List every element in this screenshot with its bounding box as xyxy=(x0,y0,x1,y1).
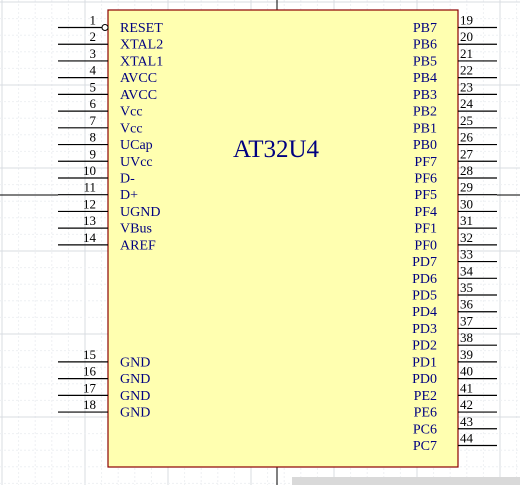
inversion-bubble xyxy=(101,24,109,31)
pin-label: PB5 xyxy=(413,54,437,69)
pin-number: 19 xyxy=(460,13,473,28)
pin-label: D+ xyxy=(120,188,138,203)
pin-number: 40 xyxy=(460,364,473,379)
pin-label: AREF xyxy=(120,238,156,253)
pin-number: 14 xyxy=(83,230,97,245)
pin-label: Vcc xyxy=(120,121,143,136)
pin-number: 5 xyxy=(90,79,97,94)
pin-number: 22 xyxy=(460,63,473,78)
pin-label: PF0 xyxy=(414,238,437,253)
pin-number: 36 xyxy=(460,297,474,312)
pin-label: AVCC xyxy=(120,88,157,103)
pin-label: Vcc xyxy=(120,105,143,120)
pin-number: 17 xyxy=(83,380,97,395)
pin-number: 43 xyxy=(460,414,473,429)
pin-number: 13 xyxy=(83,213,96,228)
pin-number: 42 xyxy=(460,397,473,412)
pin-number: 41 xyxy=(460,380,473,395)
pin-number: 35 xyxy=(460,280,473,295)
pin-number: 21 xyxy=(460,46,473,61)
pin-label: PD6 xyxy=(412,272,437,287)
pin-label: PD0 xyxy=(412,372,437,387)
pin-label: GND xyxy=(120,372,150,387)
pin-label: XTAL1 xyxy=(120,54,163,69)
pin-number: 34 xyxy=(460,263,474,278)
pin-label: PD7 xyxy=(412,255,437,270)
pin-label: PB7 xyxy=(413,21,437,36)
pin-label: RESET xyxy=(120,21,163,36)
pin-label: GND xyxy=(120,389,150,404)
pin-number: 30 xyxy=(460,196,473,211)
pin-label: PB6 xyxy=(413,38,437,53)
pin-number: 26 xyxy=(460,130,474,145)
pin-label: UCap xyxy=(120,138,153,153)
pin-label: D- xyxy=(120,171,135,186)
pin-number: 37 xyxy=(460,313,474,328)
pin-number: 7 xyxy=(90,113,97,128)
pin-number: 6 xyxy=(90,96,97,111)
pin-label: UVcc xyxy=(120,155,153,170)
pin-number: 25 xyxy=(460,113,473,128)
pin-number: 31 xyxy=(460,213,473,228)
pin-label: PF5 xyxy=(414,188,437,203)
pin-label: PB2 xyxy=(413,105,437,120)
pin-number: 11 xyxy=(83,180,96,195)
pin-label: AVCC xyxy=(120,71,157,86)
pin-number: 3 xyxy=(90,46,97,61)
pin-number: 4 xyxy=(90,63,97,78)
pin-number: 8 xyxy=(90,130,97,145)
pin-number: 27 xyxy=(460,146,474,161)
pin-label: UGND xyxy=(120,205,160,220)
pin-number: 12 xyxy=(83,196,96,211)
horizontal-scrollbar[interactable] xyxy=(292,477,520,485)
pin-number: 1 xyxy=(90,13,97,28)
pin-label: PE2 xyxy=(414,389,437,404)
pin-label: XTAL2 xyxy=(120,38,163,53)
component-pins: 1RESET2XTAL23XTAL14AVCC5AVCC6Vcc7Vcc8UCa… xyxy=(58,13,497,454)
pin-number: 18 xyxy=(83,397,96,412)
component-name: AT32U4 xyxy=(233,136,320,163)
pin-number: 44 xyxy=(460,431,474,446)
pin-label: PF1 xyxy=(414,222,437,237)
pin-label: PD3 xyxy=(412,322,437,337)
pin-label: PD5 xyxy=(412,289,437,304)
pin-label: PB4 xyxy=(413,71,437,86)
pin-number: 33 xyxy=(460,247,473,262)
pin-number: 23 xyxy=(460,79,473,94)
pin-number: 10 xyxy=(83,163,96,178)
pin-number: 9 xyxy=(90,146,97,161)
component-body[interactable] xyxy=(107,9,459,468)
pin-label: PC6 xyxy=(413,422,437,437)
pin-number: 29 xyxy=(460,180,473,195)
pin-label: PC7 xyxy=(413,439,437,454)
pin-label: GND xyxy=(120,355,150,370)
pin-label: PB3 xyxy=(413,88,437,103)
pin-label: PB1 xyxy=(413,121,437,136)
pin-number: 28 xyxy=(460,163,473,178)
pin-number: 39 xyxy=(460,347,473,362)
pin-number: 32 xyxy=(460,230,473,245)
pin-label: PD2 xyxy=(412,339,437,354)
pin-label: PE6 xyxy=(414,406,437,421)
pin-number: 20 xyxy=(460,29,473,44)
pin-number: 38 xyxy=(460,330,473,345)
pin-number: 24 xyxy=(460,96,474,111)
pin-label: VBus xyxy=(120,222,152,237)
pin-number: 15 xyxy=(83,347,96,362)
pin-label: PF6 xyxy=(414,171,437,186)
pin-number: 2 xyxy=(90,29,97,44)
pin-label: PD1 xyxy=(412,355,437,370)
pin-label: PF7 xyxy=(414,155,437,170)
pin-label: GND xyxy=(120,406,150,421)
pin-number: 16 xyxy=(83,364,97,379)
pin-label: PD4 xyxy=(412,305,437,320)
pin-label: PF4 xyxy=(414,205,437,220)
pin-label: PB0 xyxy=(413,138,437,153)
